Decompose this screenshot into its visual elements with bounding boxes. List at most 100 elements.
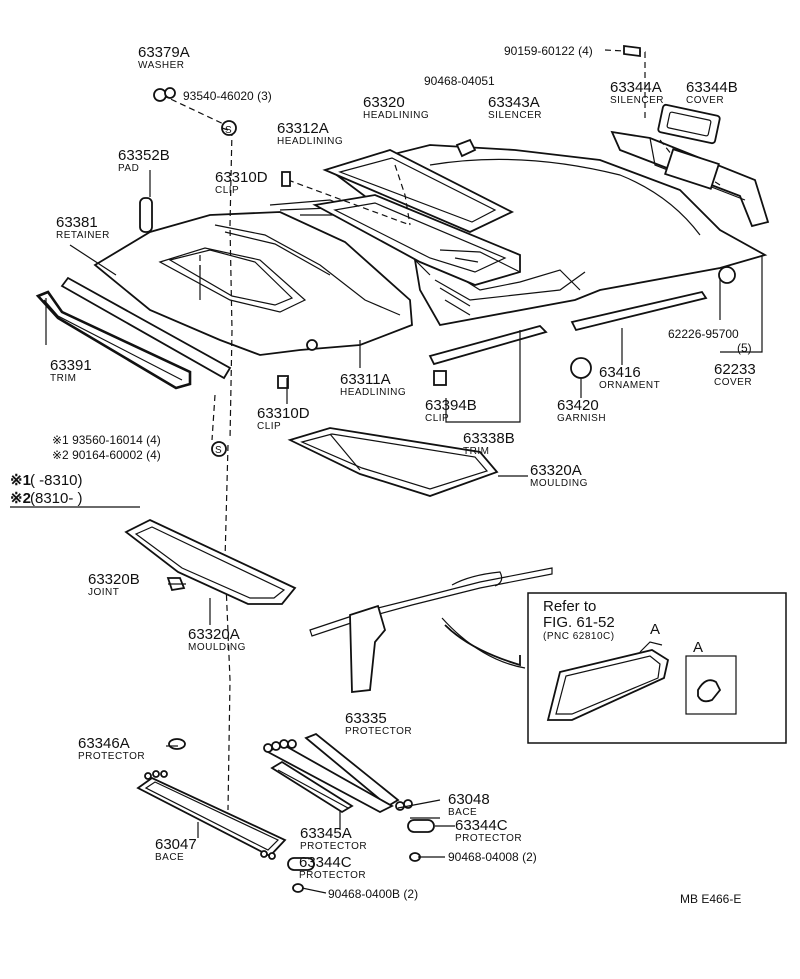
part-number: 63343A [488,94,540,111]
part-number: 63311A [340,371,391,388]
callout-c29: 90468-04008 (2) [448,850,537,864]
part-name: HEADLINING [340,387,406,398]
refer-label-a: A [650,621,660,638]
callout-c19: 63416 ORNAMENT [599,364,660,391]
retainer-and-trim-drawing [35,276,232,390]
part-number: 63352B [118,147,170,164]
part-name: RETAINER [56,230,110,241]
part-number: 63048 [448,791,490,808]
screw-s-mark: S [225,125,232,136]
callout-c11: 63344B COVER [686,79,738,106]
diagram-code: MB E466-E [680,892,741,906]
screw-s-mark: S [215,445,222,456]
callout-c23: 63320B JOINT [88,571,140,598]
part-number: 63320B [88,571,140,588]
part-name: CLIP [425,413,449,424]
key-1-range: ( -8310) [30,472,83,489]
part-name: BACE [155,852,184,863]
part-name: HEADLINING [277,136,343,147]
leader-lines [161,49,646,811]
part-name: MOULDING [188,642,246,653]
part-number: 90159-60122 (4) [504,44,593,58]
part-number: 62226-95700 [668,327,739,341]
part-name: PROTECTOR [300,841,367,852]
sunshade-bace-drawing [136,732,435,893]
refer-box-text: Refer to FIG. 61-52 (PNC 62810C) A A [543,598,703,656]
part-name: PROTECTOR [299,870,366,881]
part-number: 63335 [345,710,387,727]
callout-c14: 63311A HEADLINING [340,371,406,398]
callout-c25: 63335 PROTECTOR [345,710,412,737]
part-name: CLIP [257,421,281,432]
part-name: GARNISH [557,413,606,424]
key-1-mark: ※1 [10,472,31,489]
part-number: 63344B [686,79,738,96]
part-number: 63416 [599,364,641,381]
part-name: PROTECTOR [455,833,522,844]
part-name: HEADLINING [363,110,429,121]
refer-line-3: (PNC 62810C) [543,631,615,642]
callout-c8: 63343A SILENCER [488,94,542,121]
pillar-side-view [309,567,553,694]
callout-c12: 63381 RETAINER [56,214,110,241]
callout-c1: 63379A WASHER [138,44,190,71]
callout-c24: 63320A MOULDING [188,626,246,653]
part-number: 63381 [56,214,98,231]
callout-c6: 63320 HEADLINING [363,94,429,121]
note-2: ※2 90164-60002 (4) [52,448,161,462]
trim-and-ornament-strips [428,290,708,366]
part-name: COVER [714,377,752,388]
callout-c7: 90468-04051 [424,74,495,88]
key-2-range: (8310- ) [30,490,83,507]
callout-c20: 62226-95700 (5) [668,327,752,355]
part-name: (5) [737,341,752,355]
callout-leaders [45,127,763,894]
moulding-upper-drawing [287,427,499,497]
part-number: 93540-46020 (3) [183,89,272,103]
part-number: 63310D [257,405,310,422]
part-number: 90468-0400B (2) [328,887,418,901]
roof-headlining-drawing [93,103,770,356]
part-number: 63346A [78,735,130,752]
key-2-mark: ※2 [10,490,31,507]
callout-c18: 63420 GARNISH [557,397,606,424]
callout-c33: 90468-0400B (2) [328,887,418,901]
part-number: 63338B [463,430,515,447]
callout-c9: 90159-60122 (4) [504,44,593,58]
callout-c30: 63345A PROTECTOR [300,825,367,852]
hardware-parts [139,44,736,457]
part-number: 62233 [714,361,756,378]
screw-markers: S S [215,125,232,456]
part-number: 63320A [188,626,240,643]
part-name: TRIM [463,446,489,457]
part-number: 63344C [299,854,352,871]
callout-c2: 93540-46020 (3) [183,89,272,103]
refer-line-2: FIG. 61-52 [543,614,615,631]
part-number: 63391 [50,357,92,374]
part-number: 63344A [610,79,662,96]
part-number: 63394B [425,397,477,414]
callout-c27: 63048 BACE [448,791,490,818]
part-name: CLIP [215,185,239,196]
part-name: SILENCER [610,95,664,106]
part-name: PAD [118,163,139,174]
callout-c5: 63310D CLIP [215,169,268,196]
callout-c13: 63391 TRIM [50,357,92,384]
notes-block: ※1 93560-16014 (4) ※2 90164-60002 (4) ※1… [10,433,161,508]
part-name: TRIM [50,373,76,384]
callout-c26: 63346A PROTECTOR [78,735,145,762]
part-number: 63320A [530,462,582,479]
refer-label-a-detail: A [693,639,703,656]
part-number: 63312A [277,120,329,137]
callout-c32: 63344C PROTECTOR [299,854,366,881]
part-number: 63344C [455,817,508,834]
callout-c3: 63352B PAD [118,147,170,174]
part-number: 63310D [215,169,268,186]
part-number: 63320 [363,94,405,111]
part-name: SILENCER [488,110,542,121]
part-number: 63379A [138,44,190,61]
callout-c28: 63344C PROTECTOR [455,817,522,844]
callout-c10: 63344A SILENCER [610,79,664,106]
callout-c22: 63320A MOULDING [530,462,587,489]
